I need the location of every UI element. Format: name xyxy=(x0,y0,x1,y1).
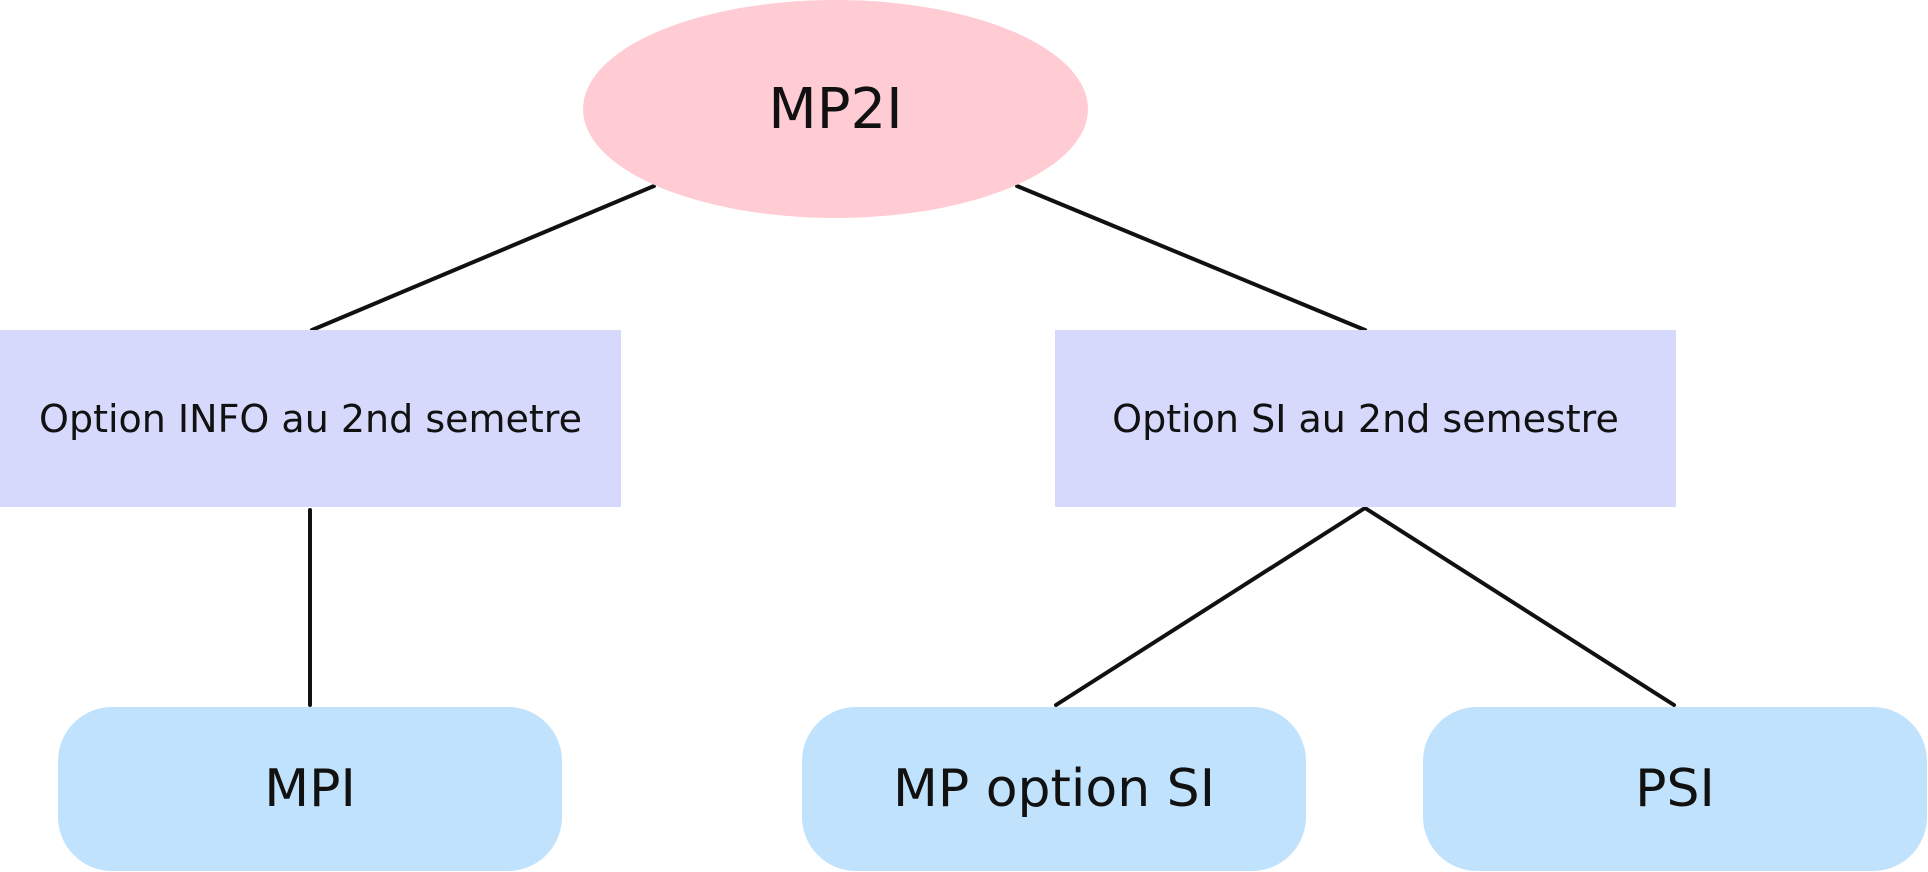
track-node-mpi: MPI xyxy=(58,707,562,871)
edge-root-to-option-info xyxy=(310,184,656,332)
option-info-node: Option INFO au 2nd semetre xyxy=(0,330,621,507)
option-si-label: Option SI au 2nd semestre xyxy=(1112,396,1619,441)
track-node-psi: PSI xyxy=(1423,707,1927,871)
edge-option-si-to-psi xyxy=(1363,506,1676,707)
track-psi-label: PSI xyxy=(1635,759,1715,819)
edge-option-si-to-mp-option-si xyxy=(1054,506,1367,707)
track-node-mp-option-si: MP option SI xyxy=(802,707,1306,871)
track-mp-option-si-label: MP option SI xyxy=(892,759,1216,819)
track-mpi-label: MPI xyxy=(264,759,356,819)
root-node-mp2i: MP2I xyxy=(583,0,1088,218)
root-node-label: MP2I xyxy=(768,76,903,142)
edge-root-to-option-si xyxy=(1015,184,1367,332)
option-si-node: Option SI au 2nd semestre xyxy=(1055,330,1676,507)
option-info-label: Option INFO au 2nd semetre xyxy=(39,396,582,441)
